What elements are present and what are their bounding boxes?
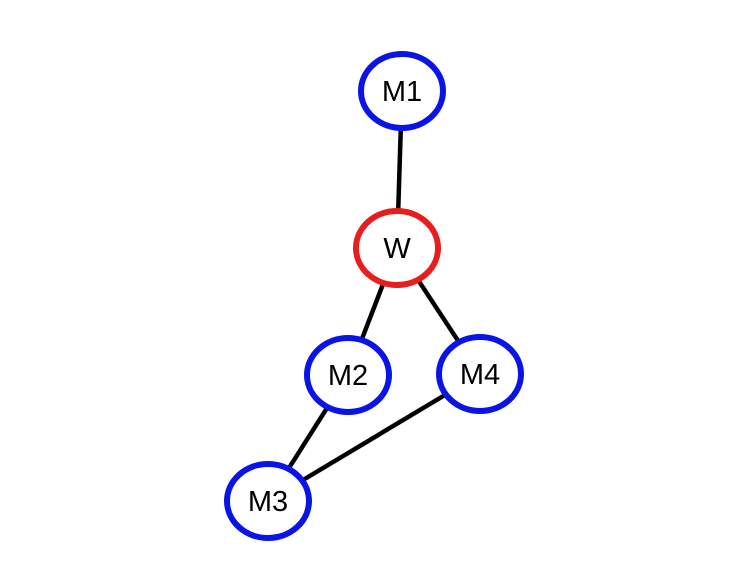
node-w-circle (353, 208, 441, 288)
node-m2: M2 (304, 335, 392, 415)
edge-w-m4 (416, 278, 461, 344)
node-m2-circle (304, 335, 392, 415)
edge-m2-m3 (286, 405, 330, 471)
node-m1-label: M1 (382, 76, 422, 108)
edges-layer (286, 127, 461, 483)
edge-m4-m3 (301, 392, 447, 483)
node-m3-label: M3 (248, 486, 288, 518)
node-m3: M3 (224, 461, 312, 541)
node-m2-label: M2 (328, 360, 368, 392)
node-m4: M4 (436, 334, 524, 414)
node-m4-circle (436, 334, 524, 414)
node-w-label: W (383, 233, 411, 265)
node-m1-circle (358, 51, 446, 131)
node-m3-circle (224, 461, 312, 541)
node-m4-label: M4 (460, 359, 500, 391)
edge-m1-w (395, 127, 404, 212)
node-w: W (353, 208, 441, 288)
node-m1: M1 (358, 51, 446, 131)
edge-w-m2 (359, 282, 386, 341)
